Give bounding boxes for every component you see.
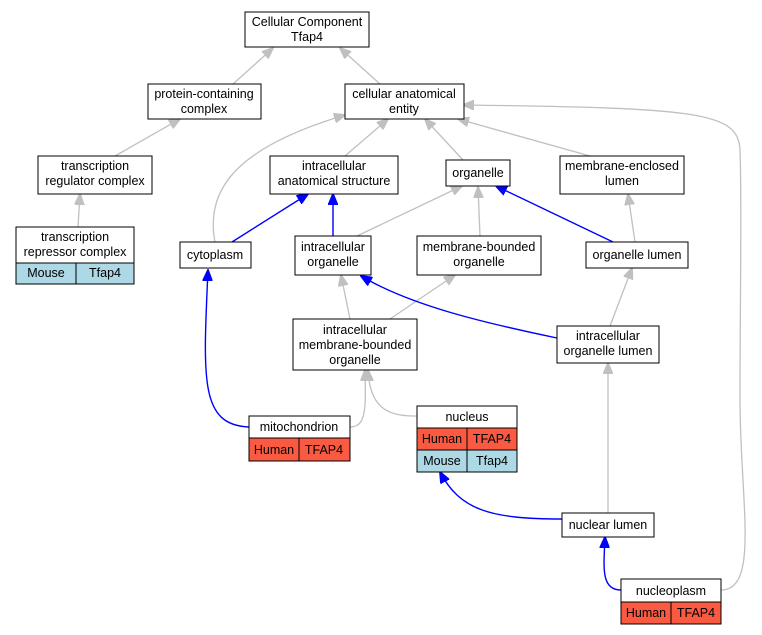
- edges: [78, 48, 746, 591]
- edge-nucleoplasm-to-cellular-entity: [463, 105, 746, 591]
- node-membrane-bounded-line2: organelle: [453, 255, 504, 269]
- node-intracellular-membrane-bounded-organelle[interactable]: intracellular membrane-bounded organelle: [292, 318, 418, 371]
- edge-organelle-to-cellular-entity: [425, 119, 464, 161]
- mitochondrion-species: Human: [254, 443, 294, 457]
- node-organelle-line1: organelle: [452, 166, 503, 180]
- edge-membrane-bounded-to-organelle: [478, 187, 480, 237]
- edge-intracellular-structure-to-cellular-entity: [344, 119, 388, 157]
- node-membrane-bounded-organelle[interactable]: membrane-bounded organelle: [416, 235, 542, 276]
- node-nucleoplasm-line1: nucleoplasm: [636, 584, 706, 598]
- node-intracellular-membrane-bounded-line3: organelle: [329, 353, 380, 367]
- edge-organelle-lumen-part-of-organelle: [496, 186, 614, 243]
- node-intracellular-membrane-bounded-line1: intracellular: [323, 323, 387, 337]
- node-intracellular-structure-line2: anatomical structure: [278, 174, 391, 188]
- edge-intracellular-membrane-bounded-to-intracellular-organelle: [341, 275, 351, 320]
- edge-mitochondrion-part-of-cytoplasm: [205, 270, 250, 428]
- node-intracellular-organelle-line2: organelle: [307, 255, 358, 269]
- node-intracellular-membrane-bounded-line2: membrane-bounded: [299, 338, 412, 352]
- node-intracellular-organelle-line1: intracellular: [301, 240, 365, 254]
- node-cellular-entity-line2: entity: [389, 102, 420, 116]
- transcription-repressor-species: Mouse: [27, 266, 65, 280]
- node-root-line1: Cellular Component: [252, 15, 363, 29]
- node-transcription-repressor-complex[interactable]: transcription repressor complex Mouse Tf…: [15, 226, 135, 285]
- nucleus-gene-2: Tfap4: [476, 454, 508, 468]
- edge-intracellular-organelle-lumen-to-organelle-lumen: [609, 268, 632, 327]
- node-nucleus[interactable]: nucleus Human TFAP4 Mouse Tfap4: [416, 405, 518, 473]
- edge-intracellular-organelle-to-organelle: [356, 186, 462, 237]
- node-intracellular-organelle-lumen-line2: organelle lumen: [564, 344, 653, 358]
- node-intracellular-organelle-lumen[interactable]: intracellular organelle lumen: [556, 325, 660, 364]
- edge-protein-complex-to-root: [232, 48, 273, 85]
- node-nuclear-lumen[interactable]: nuclear lumen: [561, 512, 655, 538]
- edge-cellular-entity-to-root: [340, 48, 381, 85]
- node-nuclear-lumen-line1: nuclear lumen: [569, 518, 648, 532]
- edge-intracellular-organelle-lumen-part-of-intracellular-organelle: [361, 276, 558, 339]
- node-transcription-regulator-line1: transcription: [61, 159, 129, 173]
- nucleoplasm-species: Human: [626, 606, 666, 620]
- node-transcription-regulator-complex[interactable]: transcription regulator complex: [37, 155, 153, 195]
- node-membrane-enclosed-lumen-line1: membrane-enclosed: [565, 159, 679, 173]
- node-membrane-enclosed-lumen[interactable]: membrane-enclosed lumen: [559, 155, 685, 195]
- edge-intracellular-membrane-bounded-to-membrane-bounded: [389, 275, 455, 320]
- edge-transcription-regulator-to-protein-complex: [114, 119, 180, 157]
- node-organelle-lumen[interactable]: organelle lumen: [585, 241, 689, 269]
- node-intracellular-structure-line1: intracellular: [302, 159, 366, 173]
- node-intracellular-organelle-lumen-line1: intracellular: [576, 329, 640, 343]
- node-cytoplasm[interactable]: cytoplasm: [179, 241, 252, 269]
- node-membrane-bounded-line1: membrane-bounded: [423, 240, 536, 254]
- node-protein-complex-line2: complex: [181, 102, 228, 116]
- node-root[interactable]: Cellular Component Tfap4: [244, 11, 370, 48]
- nucleus-gene-1: TFAP4: [473, 432, 511, 446]
- node-transcription-repressor-line1: transcription: [41, 230, 109, 244]
- edge-nucleoplasm-part-of-nuclear-lumen: [604, 537, 622, 591]
- nucleus-species-1: Human: [422, 432, 462, 446]
- edge-nucleus-to-intracellular-membrane-bounded: [368, 370, 418, 417]
- node-cellular-anatomical-entity[interactable]: cellular anatomical entity: [344, 83, 465, 120]
- node-nucleus-line1: nucleus: [445, 410, 488, 424]
- node-cellular-entity-line1: cellular anatomical: [352, 87, 456, 101]
- edge-mitochondrion-to-intracellular-membrane-bounded: [349, 370, 365, 428]
- node-organelle[interactable]: organelle: [445, 159, 511, 187]
- node-transcription-repressor-line2: repressor complex: [24, 245, 128, 259]
- node-protein-containing-complex[interactable]: protein-containing complex: [147, 83, 262, 120]
- nodes: Cellular Component Tfap4 protein-contain…: [15, 11, 722, 625]
- node-mitochondrion-line1: mitochondrion: [260, 420, 339, 434]
- nucleoplasm-gene: TFAP4: [677, 606, 715, 620]
- node-mitochondrion[interactable]: mitochondrion Human TFAP4: [248, 415, 351, 462]
- node-protein-complex-line1: protein-containing: [154, 87, 253, 101]
- node-cytoplasm-line1: cytoplasm: [187, 248, 243, 262]
- node-intracellular-organelle[interactable]: intracellular organelle: [294, 235, 372, 276]
- nucleus-species-2: Mouse: [423, 454, 461, 468]
- node-nucleoplasm[interactable]: nucleoplasm Human TFAP4: [620, 578, 722, 625]
- edge-cytoplasm-to-cellular-entity: [212, 115, 345, 243]
- transcription-repressor-gene: Tfap4: [89, 266, 121, 280]
- edge-cytoplasm-part-of-intracellular-structure: [231, 194, 308, 243]
- edge-organelle-lumen-to-membrane-enclosed-lumen: [628, 194, 636, 243]
- node-transcription-regulator-line2: regulator complex: [45, 174, 145, 188]
- node-organelle-lumen-line1: organelle lumen: [593, 248, 682, 262]
- node-root-line2: Tfap4: [291, 30, 323, 44]
- node-intracellular-anatomical-structure[interactable]: intracellular anatomical structure: [269, 155, 399, 195]
- node-membrane-enclosed-lumen-line2: lumen: [605, 174, 639, 188]
- mitochondrion-gene: TFAP4: [305, 443, 343, 457]
- edge-nuclear-lumen-part-of-nucleus: [440, 472, 563, 520]
- edge-transcription-repressor-to-transcription-regulator: [78, 194, 80, 228]
- edge-membrane-enclosed-lumen-to-cellular-entity: [458, 119, 591, 157]
